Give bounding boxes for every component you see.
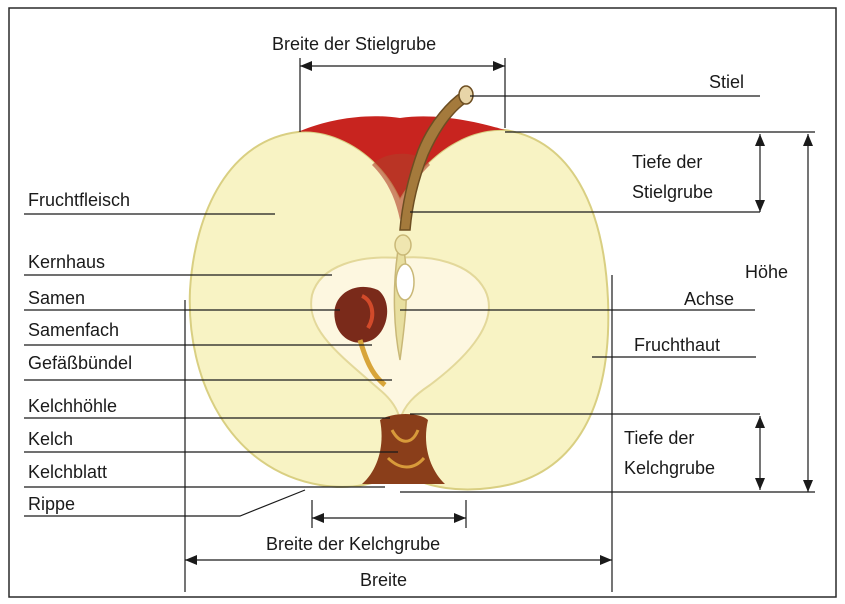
label-hoehe: Höhe (745, 262, 788, 282)
label-achse: Achse (684, 289, 734, 309)
label-kelchblatt: Kelchblatt (28, 462, 107, 482)
label-fruchtfleisch: Fruchtfleisch (28, 190, 130, 210)
label-samenfach: Samenfach (28, 320, 119, 340)
label-tiefe-kelchgrube-line2: Kelchgrube (624, 458, 715, 478)
label-tiefe-stielgrube-line1: Tiefe der (632, 152, 702, 172)
label-kelchhoehle: Kelchhöhle (28, 396, 117, 416)
label-kernhaus: Kernhaus (28, 252, 105, 272)
label-samen: Samen (28, 288, 85, 308)
stem-tip (459, 86, 473, 104)
label-tiefe-stielgrube-line2: Stielgrube (632, 182, 713, 202)
label-tiefe-kelchgrube-line1: Tiefe der (624, 428, 694, 448)
label-breite-der-kelchgrube: Breite der Kelchgrube (266, 534, 440, 554)
label-breite: Breite (360, 570, 407, 590)
label-gefaessbuendel: Gefäßbündel (28, 353, 132, 373)
seed-cell-right (396, 264, 414, 300)
label-stiel: Stiel (709, 72, 744, 92)
label-fruchthaut: Fruchthaut (634, 335, 720, 355)
label-kelch: Kelch (28, 429, 73, 449)
axis-knot (395, 235, 411, 255)
label-breite-der-stielgrube: Breite der Stielgrube (272, 34, 436, 54)
label-rippe: Rippe (28, 494, 75, 514)
